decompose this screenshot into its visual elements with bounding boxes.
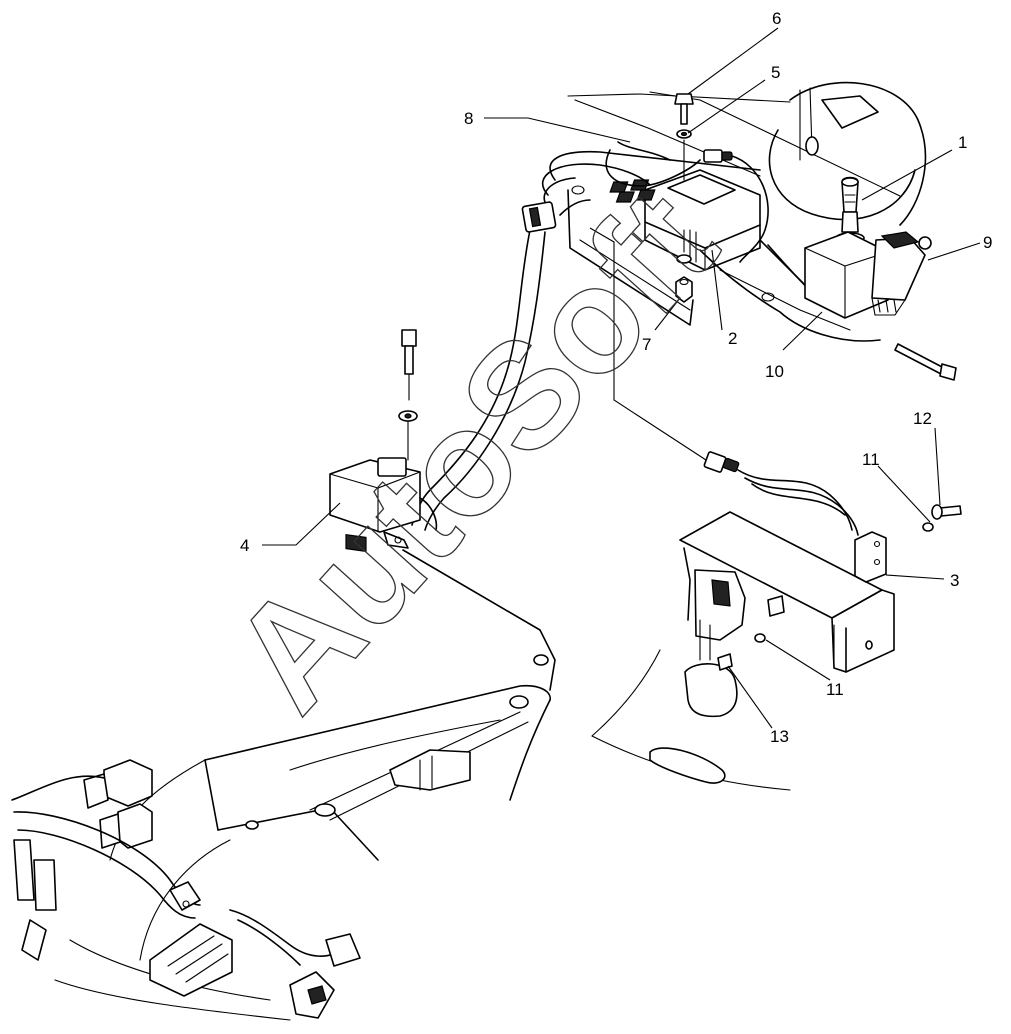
screw-stack-upper [674, 93, 694, 303]
rocker-switch [871, 231, 932, 316]
callout-6: 6 [772, 9, 781, 28]
callout-7: 7 [642, 335, 651, 354]
callout-4: 4 [240, 536, 249, 555]
callout-2: 2 [728, 329, 737, 348]
main-harness [411, 199, 591, 531]
lower-right-assembly [591, 451, 895, 791]
callout-10: 10 [765, 362, 784, 381]
callout-13: 13 [770, 727, 789, 746]
assembly-line [589, 227, 707, 461]
lower-left-harness [11, 759, 361, 1019]
callout-8: 8 [464, 109, 473, 128]
callout-11a: 11 [862, 450, 880, 469]
fasteners-right [717, 504, 962, 671]
joystick-assembly [804, 176, 889, 319]
watermark: AutoSoft [199, 159, 747, 742]
callout-labels: 1 2 3 4 5 6 7 8 9 10 11 11 12 13 [240, 9, 992, 746]
lower-panel [54, 549, 556, 1021]
left-connector-assembly [329, 329, 438, 553]
upper-console-assembly [549, 81, 927, 342]
long-bolt-right [894, 343, 957, 381]
callout-11b: 11 [826, 680, 844, 699]
callout-3: 3 [950, 571, 959, 590]
callout-9: 9 [983, 233, 992, 252]
callout-12: 12 [913, 409, 932, 428]
callout-leaders [262, 27, 981, 729]
callout-5: 5 [771, 63, 780, 82]
switch-panel [609, 169, 761, 271]
callout-1: 1 [958, 133, 967, 152]
